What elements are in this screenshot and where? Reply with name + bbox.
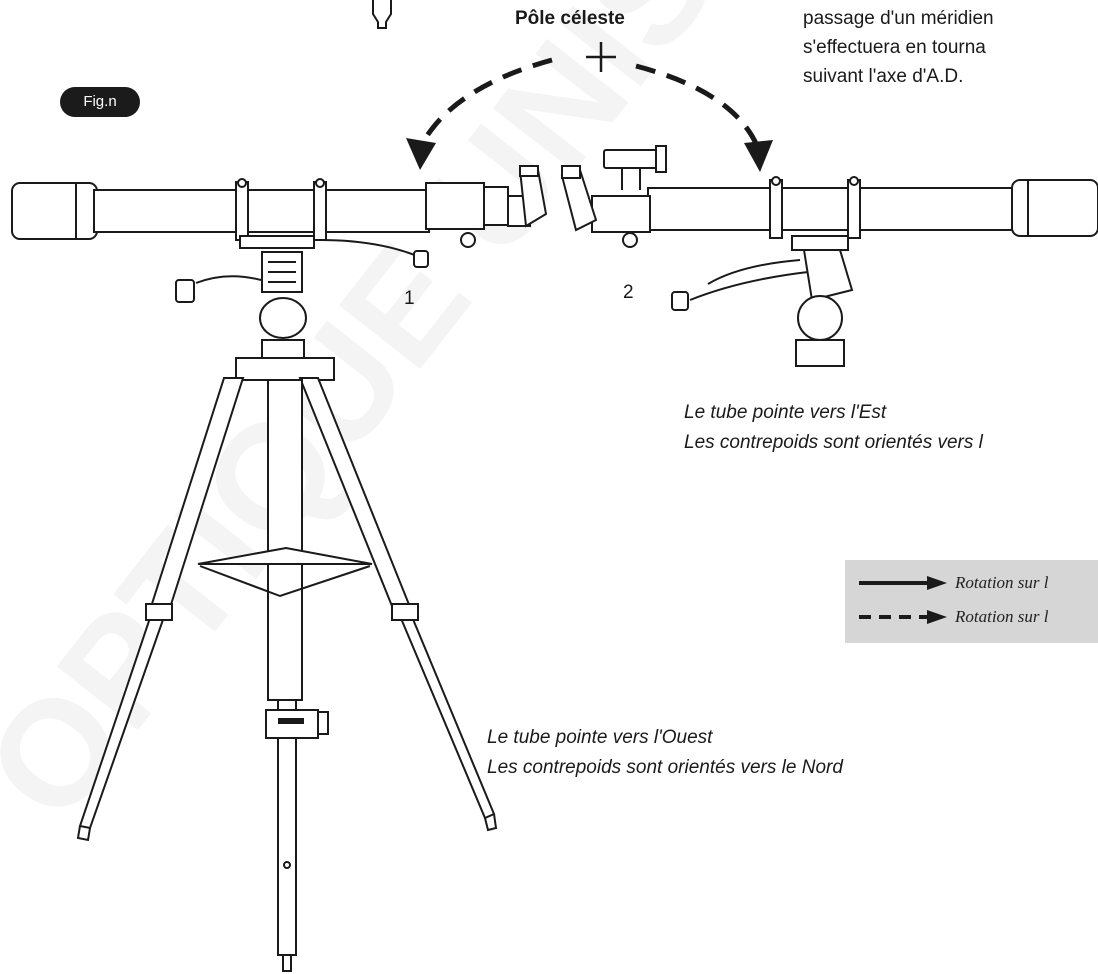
position-1-label: 1 <box>404 288 415 309</box>
intro-text: passage d'un méridien s'effectuera en to… <box>803 4 994 91</box>
west-caption: Le tube pointe vers l'Ouest Les contrepo… <box>487 723 843 783</box>
solid-arrow-icon <box>859 576 947 590</box>
intro-line-1: passage d'un méridien <box>803 8 994 29</box>
dashed-rotation-arrow-left <box>406 57 553 170</box>
intro-line-3: suivant l'axe d'A.D. <box>803 66 964 87</box>
telescope-1 <box>11 165 548 359</box>
top-finder-stub <box>372 0 392 29</box>
celestial-pole-label: Pôle céleste <box>515 8 625 29</box>
rotation-legend: Rotation sur l Rotation sur l <box>845 560 1098 643</box>
dashed-arrow-icon <box>859 610 947 624</box>
intro-line-2: s'effectuera en tourna <box>803 37 986 58</box>
west-caption-line-1: Le tube pointe vers l'Ouest <box>487 727 713 748</box>
legend-dashed-row: Rotation sur l <box>857 602 1049 632</box>
position-2-label: 2 <box>623 282 634 303</box>
tripod <box>76 357 498 972</box>
legend-solid-label: Rotation sur l <box>955 573 1049 592</box>
east-caption: Le tube pointe vers l'Est Les contrepoid… <box>684 398 983 458</box>
legend-solid-row: Rotation sur l <box>857 568 1049 598</box>
east-caption-line-2: Les contrepoids sont orientés vers l <box>684 432 983 453</box>
figure-badge: Fig.n <box>60 87 140 117</box>
celestial-pole-cross <box>586 42 616 72</box>
west-caption-line-2: Les contrepoids sont orientés vers le No… <box>487 757 843 778</box>
telescope-2 <box>560 145 1098 367</box>
east-caption-line-1: Le tube pointe vers l'Est <box>684 402 887 423</box>
dashed-rotation-arrow-right <box>635 63 773 172</box>
legend-dashed-label: Rotation sur l <box>955 607 1049 626</box>
